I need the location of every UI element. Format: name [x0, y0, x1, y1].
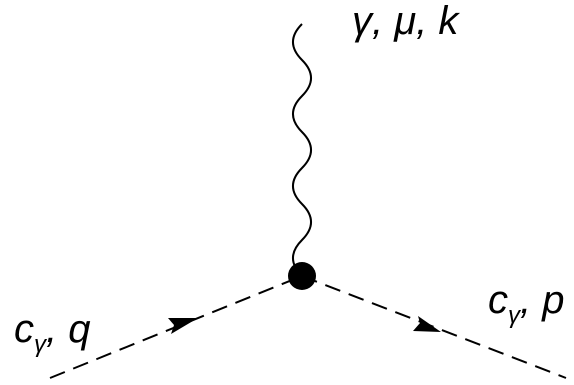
outgoing-dashed-line — [301, 275, 567, 379]
photon-wavy-line — [292, 23, 312, 277]
incoming-arrow-icon — [168, 318, 198, 334]
outgoing-label-rest: , p — [520, 278, 564, 322]
outgoing-label-base: c — [488, 278, 508, 322]
outgoing-label-subscript: γ — [508, 302, 522, 329]
outgoing-arrow-icon — [413, 316, 441, 332]
incoming-label-base: c — [14, 307, 34, 351]
incoming-label: cγ, q — [14, 307, 90, 358]
vertex-dot — [288, 262, 316, 290]
photon-label: γ, μ, k — [352, 0, 460, 43]
outgoing-label: cγ, p — [488, 278, 564, 329]
incoming-label-subscript: γ — [34, 331, 48, 358]
incoming-label-rest: , q — [46, 307, 90, 351]
